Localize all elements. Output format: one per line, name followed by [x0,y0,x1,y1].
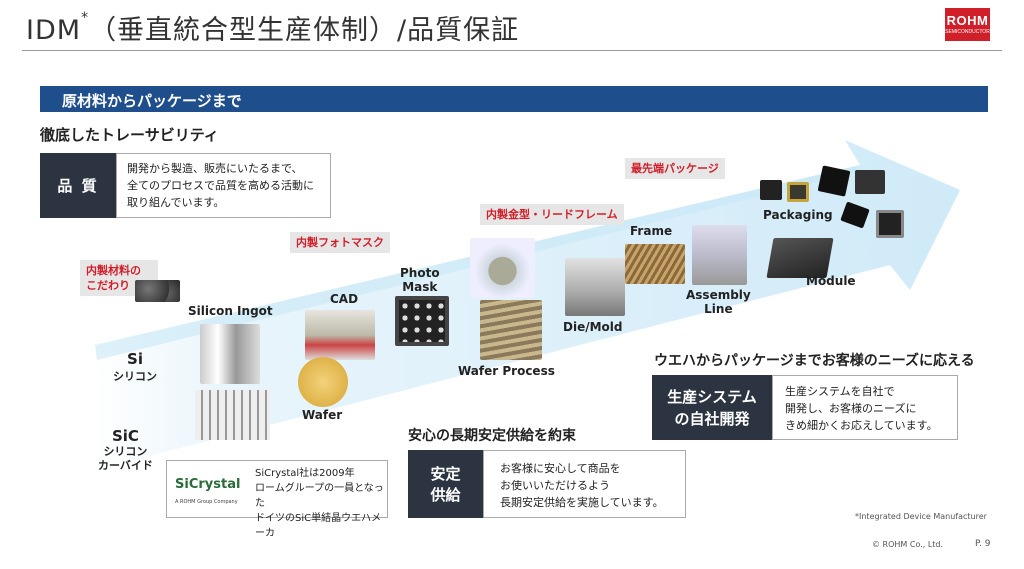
label-die-mold: Die/Mold [563,320,623,334]
die-mold-image [565,258,625,316]
footnote: *Integrated Device Manufacturer [855,512,987,521]
title-divider [22,50,1002,51]
package-chip-2 [787,182,809,202]
label-cad: CAD [330,292,359,306]
raw-material-image [135,280,180,302]
system-heading: ウエハからパッケージまでお客様のニーズに応える [654,353,975,369]
page-number: P. 9 [975,539,991,549]
supply-label: 安定供給 [408,450,483,518]
label-silicon-ingot: Silicon Ingot [188,304,273,318]
photo-mask-image [395,296,449,346]
silicon-ingot-image [200,324,260,384]
label-module: Module [806,274,856,288]
supply-description: お客様に安心して商品を お使いいただけるよう 長期安定供給を実施しています。 [483,450,686,518]
wafer-process-image-2 [480,300,542,360]
sicrystal-logo: SiCrystal [175,477,241,492]
system-description: 生産システムを自社で 開発し、お客様のニーズに きめ細かくお応えしています。 [772,375,958,440]
package-chip-4 [855,170,885,194]
module-image [766,238,834,278]
supply-heading: 安心の長期安定供給を約束 [408,428,576,444]
label-packaging: Packaging [763,208,833,222]
callout-package: 最先端パッケージ [625,158,725,179]
label-wafer: Wafer [302,408,343,422]
copyright: © ROHM Co., Ltd. [872,540,944,549]
frame-image [625,244,685,284]
quality-label: 品 質 [40,153,116,218]
wafer-process-image [470,238,535,298]
package-chip-6 [876,210,904,238]
assembly-line-image [692,225,747,285]
callout-leadframe: 内製金型・リードフレーム [480,204,624,225]
quality-description: 開発から製造、販売にいたるまで、 全てのプロセスで品質を高める活動に 取り組んで… [116,153,331,218]
package-chip-1 [760,180,782,200]
package-chip-3 [817,165,851,197]
traceability-heading: 徹底したトレーサビリティ [40,126,219,144]
rohm-logo: ROHM SEMICONDUCTOR [945,8,990,41]
sicrystal-building-image [195,390,270,440]
page-title: IDM*（垂直統合型生産体制）/品質保証 [26,10,520,46]
sicrystal-description: SiCrystal社は2009年 ロームグループの一員となった ドイツのSiC単… [255,468,384,539]
section-banner: 原材料からパッケージまで [40,86,988,112]
cad-office-image [305,310,375,360]
sicrystal-box: SiCrystal A ROHM Group Company SiCrystal… [166,460,388,539]
wafer-image [298,357,348,407]
label-wafer-process: Wafer Process [458,364,555,378]
label-frame: Frame [630,224,673,238]
system-label: 生産システムの自社開発 [652,375,772,440]
callout-photomask: 内製フォトマスク [290,232,390,253]
